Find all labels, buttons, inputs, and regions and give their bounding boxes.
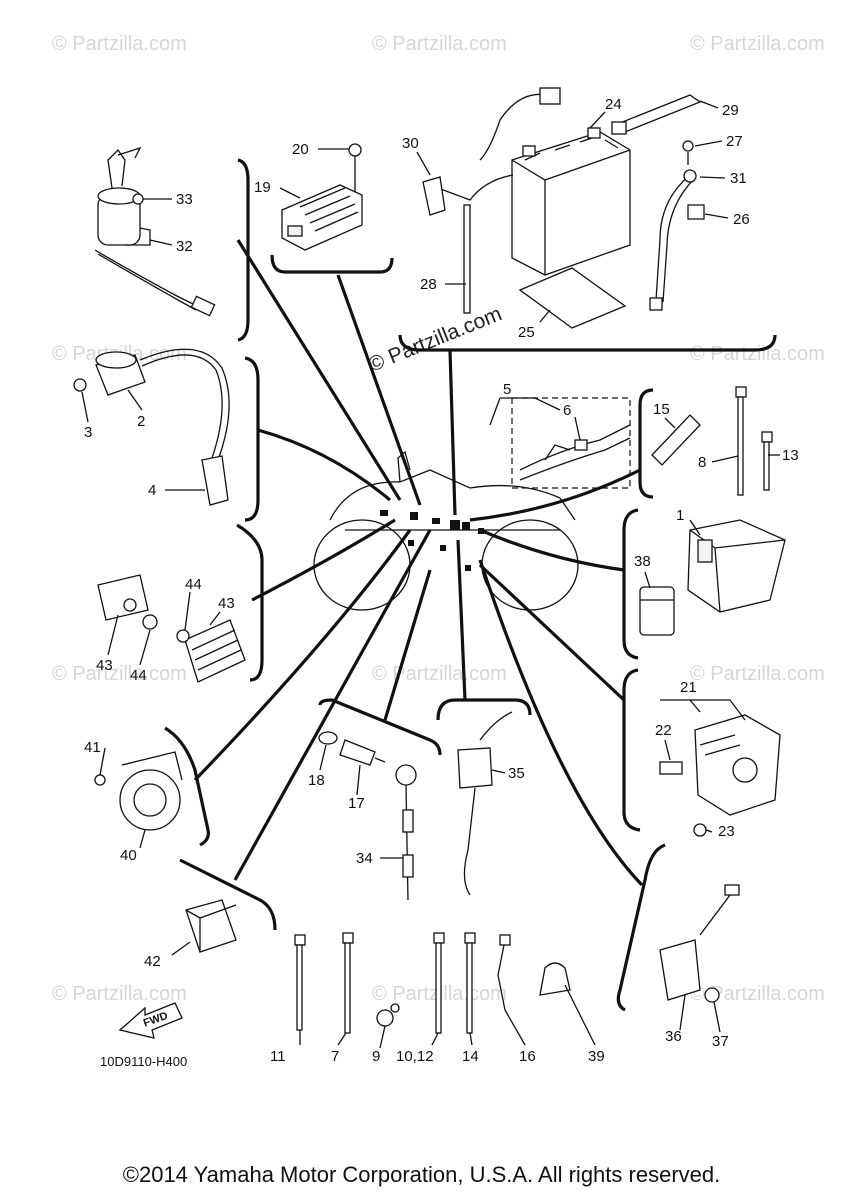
part-label-34: 34: [356, 850, 373, 867]
brake-switch-part: [457, 711, 513, 896]
watermark-text: © Partzilla.com: [690, 983, 825, 1005]
part-label-24: 24: [605, 96, 622, 113]
part-label-17: 17: [348, 795, 365, 812]
part-label-33: 33: [176, 191, 193, 208]
label-leaders: [81, 100, 780, 1049]
part-label-6: 6: [563, 402, 571, 419]
part-label-39: 39: [588, 1048, 605, 1065]
speed-sensor-part: [659, 884, 740, 1003]
part-label-41: 41: [84, 739, 101, 756]
part-label-7: 7: [331, 1048, 339, 1065]
part-label-13: 13: [782, 447, 799, 464]
part-label-22: 22: [655, 722, 672, 739]
part-label-3: 3: [84, 424, 92, 441]
part-label-44: 44: [130, 667, 147, 684]
battery-part: [422, 87, 631, 276]
watermark-text: © Partzilla.com: [372, 33, 507, 55]
bottom-fasteners: [294, 932, 571, 1034]
part-label-19: 19: [254, 179, 271, 196]
part-label-23: 23: [718, 823, 735, 840]
watermark-text: © Partzilla.com: [52, 33, 187, 55]
part-label-36: 36: [665, 1028, 682, 1045]
part-label-18: 18: [308, 772, 325, 789]
ignition-coil-part: [73, 348, 230, 506]
part-label-25: 25: [518, 324, 535, 341]
watermark-text: © Partzilla.com: [52, 663, 187, 685]
nut-part: [142, 614, 190, 643]
part-label-16: 16: [519, 1048, 536, 1065]
connector-marks: [380, 510, 484, 571]
battery-band-part: [611, 94, 702, 135]
part-label-43: 43: [96, 657, 113, 674]
watermark-text: © Partzilla.com: [372, 663, 507, 685]
part-label-15: 15: [653, 401, 670, 418]
part-label-5: 5: [503, 381, 511, 398]
part-label-20: 20: [292, 141, 309, 158]
part-label-32: 32: [176, 238, 193, 255]
part-label-40: 40: [120, 847, 137, 864]
copyright-notice: ©2014 Yamaha Motor Corporation, U.S.A. A…: [122, 1162, 721, 1187]
watermark-text: © Partzilla.com: [690, 33, 825, 55]
tube-part: [651, 414, 701, 466]
part-label-11: 11: [270, 1048, 286, 1065]
relay-part: [639, 586, 675, 636]
part-label-26: 26: [733, 211, 750, 228]
part-label-31: 31: [730, 170, 747, 187]
part-label-44: 44: [185, 576, 202, 593]
sensor-lead-part: [395, 764, 417, 901]
battery-bolt-part: [463, 204, 471, 314]
flasher-relay-part: [185, 899, 237, 953]
part-label-28: 28: [420, 276, 437, 293]
part-labels: 33 32 20 19 30 24 29 27 31 26 28 25 5 6 …: [84, 96, 799, 1065]
watermark-center-text: © Partzilla.com: [365, 302, 505, 376]
part-label-1: 1: [676, 507, 684, 524]
part-label-42: 42: [144, 953, 161, 970]
part-label-29: 29: [722, 102, 739, 119]
leader-lines: [193, 239, 644, 887]
part-label-43: 43: [218, 595, 235, 612]
watermark-text: © Partzilla.com: [52, 983, 187, 1005]
cable-tie-part: [735, 386, 773, 496]
part-label-14: 14: [462, 1048, 479, 1065]
ecu-part: [687, 519, 786, 613]
horn-part: [94, 751, 183, 831]
part-label-21: 21: [680, 679, 697, 696]
part-label-37: 37: [712, 1033, 729, 1050]
drawing-code: 10D9110-H400: [100, 1054, 187, 1069]
part-label-10-12: 10,12: [396, 1048, 434, 1065]
part-label-35: 35: [508, 765, 525, 782]
part-label-27: 27: [726, 133, 743, 150]
battery-cable-part: [649, 140, 705, 311]
part-label-9: 9: [372, 1048, 380, 1065]
watermark-text: © Partzilla.com: [690, 663, 825, 685]
part-label-8: 8: [698, 454, 706, 471]
reflector-part: [97, 574, 246, 683]
part-label-4: 4: [148, 482, 156, 499]
part-label-38: 38: [634, 553, 651, 570]
wire-harness-part: [511, 397, 631, 489]
neutral-switch-part: [318, 731, 386, 766]
group-brackets: [164, 158, 777, 1012]
battery-pad-part: [518, 267, 627, 329]
fwd-arrow-icon: FWD: [118, 1002, 183, 1039]
atv-outline: [313, 450, 579, 611]
part-label-2: 2: [137, 413, 145, 430]
starter-relay-part: [659, 714, 781, 837]
rectifier-regulator-part: [281, 143, 363, 251]
part-label-30: 30: [402, 135, 419, 152]
main-switch-part: [94, 146, 216, 317]
watermark-text: © Partzilla.com: [690, 343, 825, 365]
